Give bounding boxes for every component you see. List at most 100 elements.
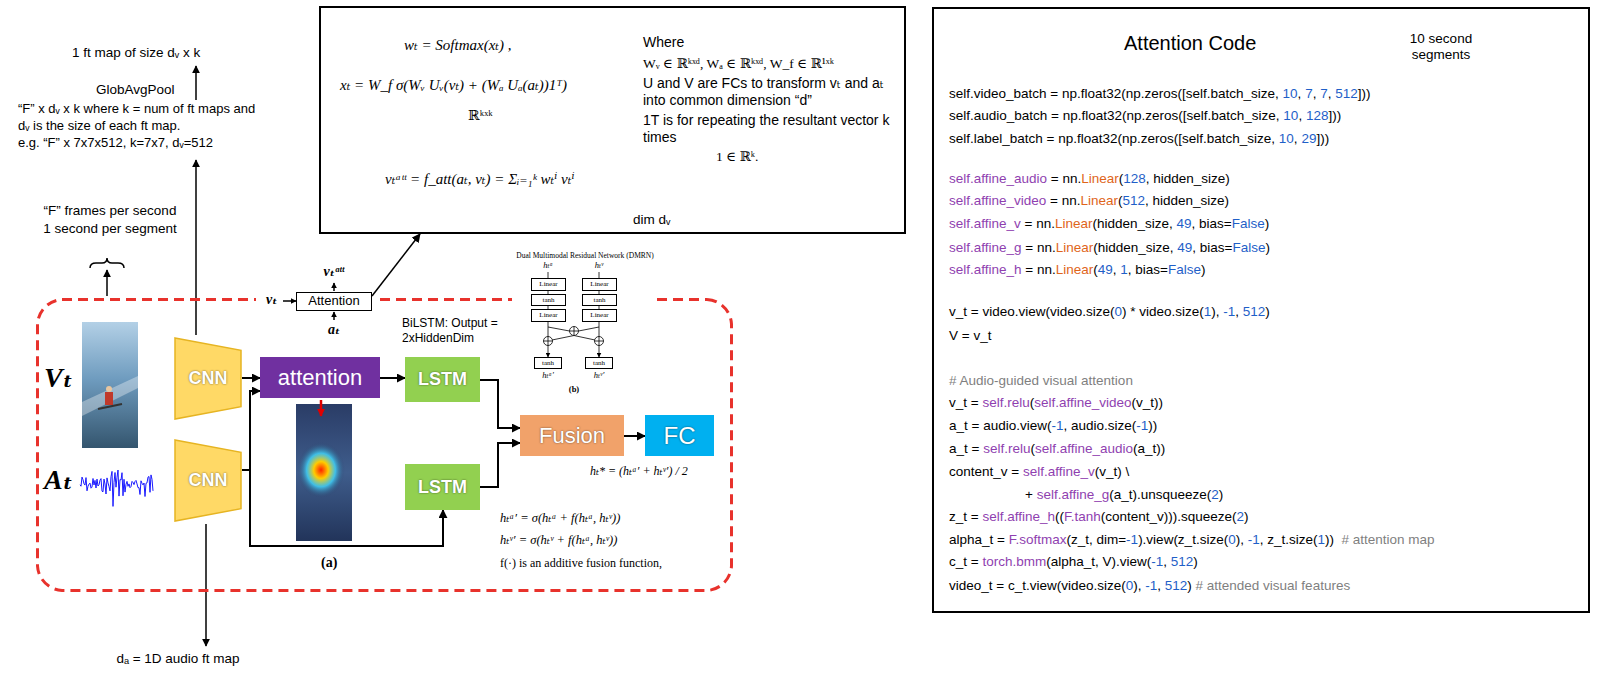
connector: [242, 377, 260, 379]
code-token: 0: [1126, 578, 1134, 593]
note: f(·) is an additive fusion function,: [500, 556, 662, 571]
equation: hₜ* = (hₜᵃ′ + hₜᵛ′) / 2: [590, 464, 688, 479]
wire: [548, 327, 570, 331]
surfboard: [98, 404, 122, 409]
code-line: z_t = self.affine_h((F.tanh(content_v)))…: [949, 509, 1249, 525]
heatmap-frame: [296, 404, 352, 541]
output-arrow: [333, 283, 335, 291]
code-panel: Attention Code10 second segmentsself.vid…: [932, 7, 1590, 613]
block-label: Linear: [539, 280, 557, 288]
signal-name: vₜ: [266, 291, 277, 309]
code-token: self.affine_v: [949, 216, 1021, 231]
input-name: Aₜ: [44, 462, 73, 497]
annotation: 1 ft map of size dᵥ x k: [72, 45, 200, 62]
code-token: -1: [1051, 418, 1063, 433]
fusion-block: Fusion: [520, 415, 624, 456]
code-comment: # Audio-guided visual attention: [949, 373, 1133, 388]
code-token: 10: [1279, 131, 1294, 146]
block-label: tanh: [593, 296, 605, 304]
code-comment: # attention map: [1341, 532, 1434, 547]
fc-block: FC: [645, 415, 714, 456]
code-token: self.affine_g: [949, 240, 1022, 255]
code-token: Linear: [1080, 193, 1118, 208]
code-token: F.tanh: [1064, 509, 1101, 524]
figure-title: Dual Multimodal Residual Network (DMRN): [516, 251, 653, 260]
formula-box: wₜ = Softmax(xₜ) ,xₜ = W_f σ(Wᵥ Uᵥ(vₜ) +…: [319, 6, 906, 234]
input-name: Vₜ: [44, 360, 73, 395]
up-arrow: [195, 66, 197, 100]
code-token: False: [1232, 216, 1265, 231]
block-label: Linear: [539, 311, 557, 319]
code-token: self.relu: [982, 395, 1029, 410]
equation: vₜᵃᵗᵗ = f_att(aₜ, vₜ) = Σᵢ₌₁ᵏ wₜⁱ vₜⁱ: [385, 170, 574, 188]
block-label: Linear: [590, 280, 608, 288]
connector: [242, 391, 260, 470]
code-token: 512: [1165, 578, 1188, 593]
equation: 1 ∈ ℝᵏ.: [716, 149, 758, 165]
equation: hₜᵛ′ = σ(hₜᵛ + f(hₜᵃ, hₜᵛ)): [500, 533, 617, 549]
code-token: Linear: [1056, 240, 1094, 255]
dmrn-tanh: tanh: [585, 357, 613, 369]
block-label: tanh: [542, 296, 554, 304]
dmrn-linear: Linear: [582, 309, 617, 322]
code-token: 1: [1120, 262, 1128, 277]
code-token: 49: [1177, 240, 1192, 255]
code-comment: # attended visual features: [1196, 578, 1351, 593]
code-line: alpha_t = F.softmax(z_t, dim=-1).view(z_…: [949, 532, 1435, 548]
dashed-outline: [36, 298, 733, 592]
code-line: content_v = self.affine_v(v_t) \: [949, 464, 1129, 480]
block-label: LSTM: [418, 477, 467, 498]
code-line: self.video_batch = np.float32(np.zeros([…: [949, 86, 1370, 102]
attention-block: attention: [260, 357, 380, 398]
connector: [480, 380, 520, 428]
layer-name: GlobAvgPool: [96, 82, 175, 99]
heatmap-blob: [297, 442, 345, 498]
code-token: -1: [1151, 554, 1163, 569]
code-line: self.label_batch = np.float32(np.zeros([…: [949, 131, 1329, 147]
code-line: + self.affine_g(a_t).unsqueeze(2): [1025, 487, 1223, 503]
code-token: 29: [1301, 131, 1316, 146]
subfigure-label: (a): [321, 555, 337, 572]
code-line: v_t = self.relu(self.affine_video(v_t)): [949, 395, 1163, 411]
audio-waveform: [80, 470, 153, 506]
annotation: 1T is for repeating the resultant vector…: [643, 112, 901, 146]
attention-box: Attention: [296, 292, 372, 311]
up-arrow: [195, 160, 197, 335]
input-arrow: [333, 312, 335, 320]
block-label: Fusion: [539, 423, 605, 448]
code-token: self.affine_h: [982, 509, 1055, 524]
dmrn-linear: Linear: [531, 278, 566, 291]
code-token: False: [1168, 262, 1201, 277]
block-label: CNN: [189, 368, 228, 389]
code-token: 7: [1320, 86, 1328, 101]
equation: Wᵥ ∈ ℝᵏˣᵈ, Wₐ ∈ ℝᵏˣᵈ, W_f ∈ ℝ¹ˣᵏ: [643, 56, 834, 72]
code-line: a_t = audio.view(-1, audio.size(-1)): [949, 418, 1157, 434]
code-token: self.affine_video: [1034, 395, 1131, 410]
dashed-region: (a)CNNCNNattentionLSTMLSTMFusionFC: [36, 298, 733, 592]
equation: hₜᵃ′ = σ(hₜᵃ + f(hₜᵃ, hₜᵛ)): [500, 511, 620, 527]
code-token: self.affine_v: [1023, 464, 1095, 479]
annotation: dim dᵥ: [633, 212, 670, 228]
lstm-block: LSTM: [405, 357, 480, 402]
person-head: [106, 386, 112, 392]
panel-title: Attention Code: [1124, 31, 1256, 55]
signal-name: hₜᵛ: [595, 260, 604, 271]
code-token: 512: [1171, 554, 1194, 569]
code-line: video_t = c_t.view(video.size(0), -1, 51…: [949, 578, 1350, 594]
code-token: 128: [1123, 171, 1146, 186]
block-label: CNN: [189, 470, 228, 491]
code-token: torch.bmm: [982, 554, 1046, 569]
code-line: self.affine_audio = nn.Linear(128, hidde…: [949, 171, 1230, 187]
code-line: V = v_t: [949, 328, 991, 344]
code-line: c_t = torch.bmm(alpha_t, V).view(-1, 512…: [949, 554, 1198, 570]
code-token: Linear: [1056, 262, 1094, 277]
code-token: 49: [1177, 216, 1192, 231]
annotation: U and V are FCs to transform vₜ and aₜ i…: [643, 75, 901, 109]
subfigure-label: (b): [569, 384, 579, 395]
cnn-block: CNN: [174, 337, 242, 420]
annotation: e.g. “F” x 7x7x512, k=7x7, dᵥ=512: [18, 135, 213, 151]
code-token: -1: [1248, 532, 1260, 547]
video-frame: [82, 322, 138, 448]
annotation: 1 second per segment: [43, 221, 177, 238]
